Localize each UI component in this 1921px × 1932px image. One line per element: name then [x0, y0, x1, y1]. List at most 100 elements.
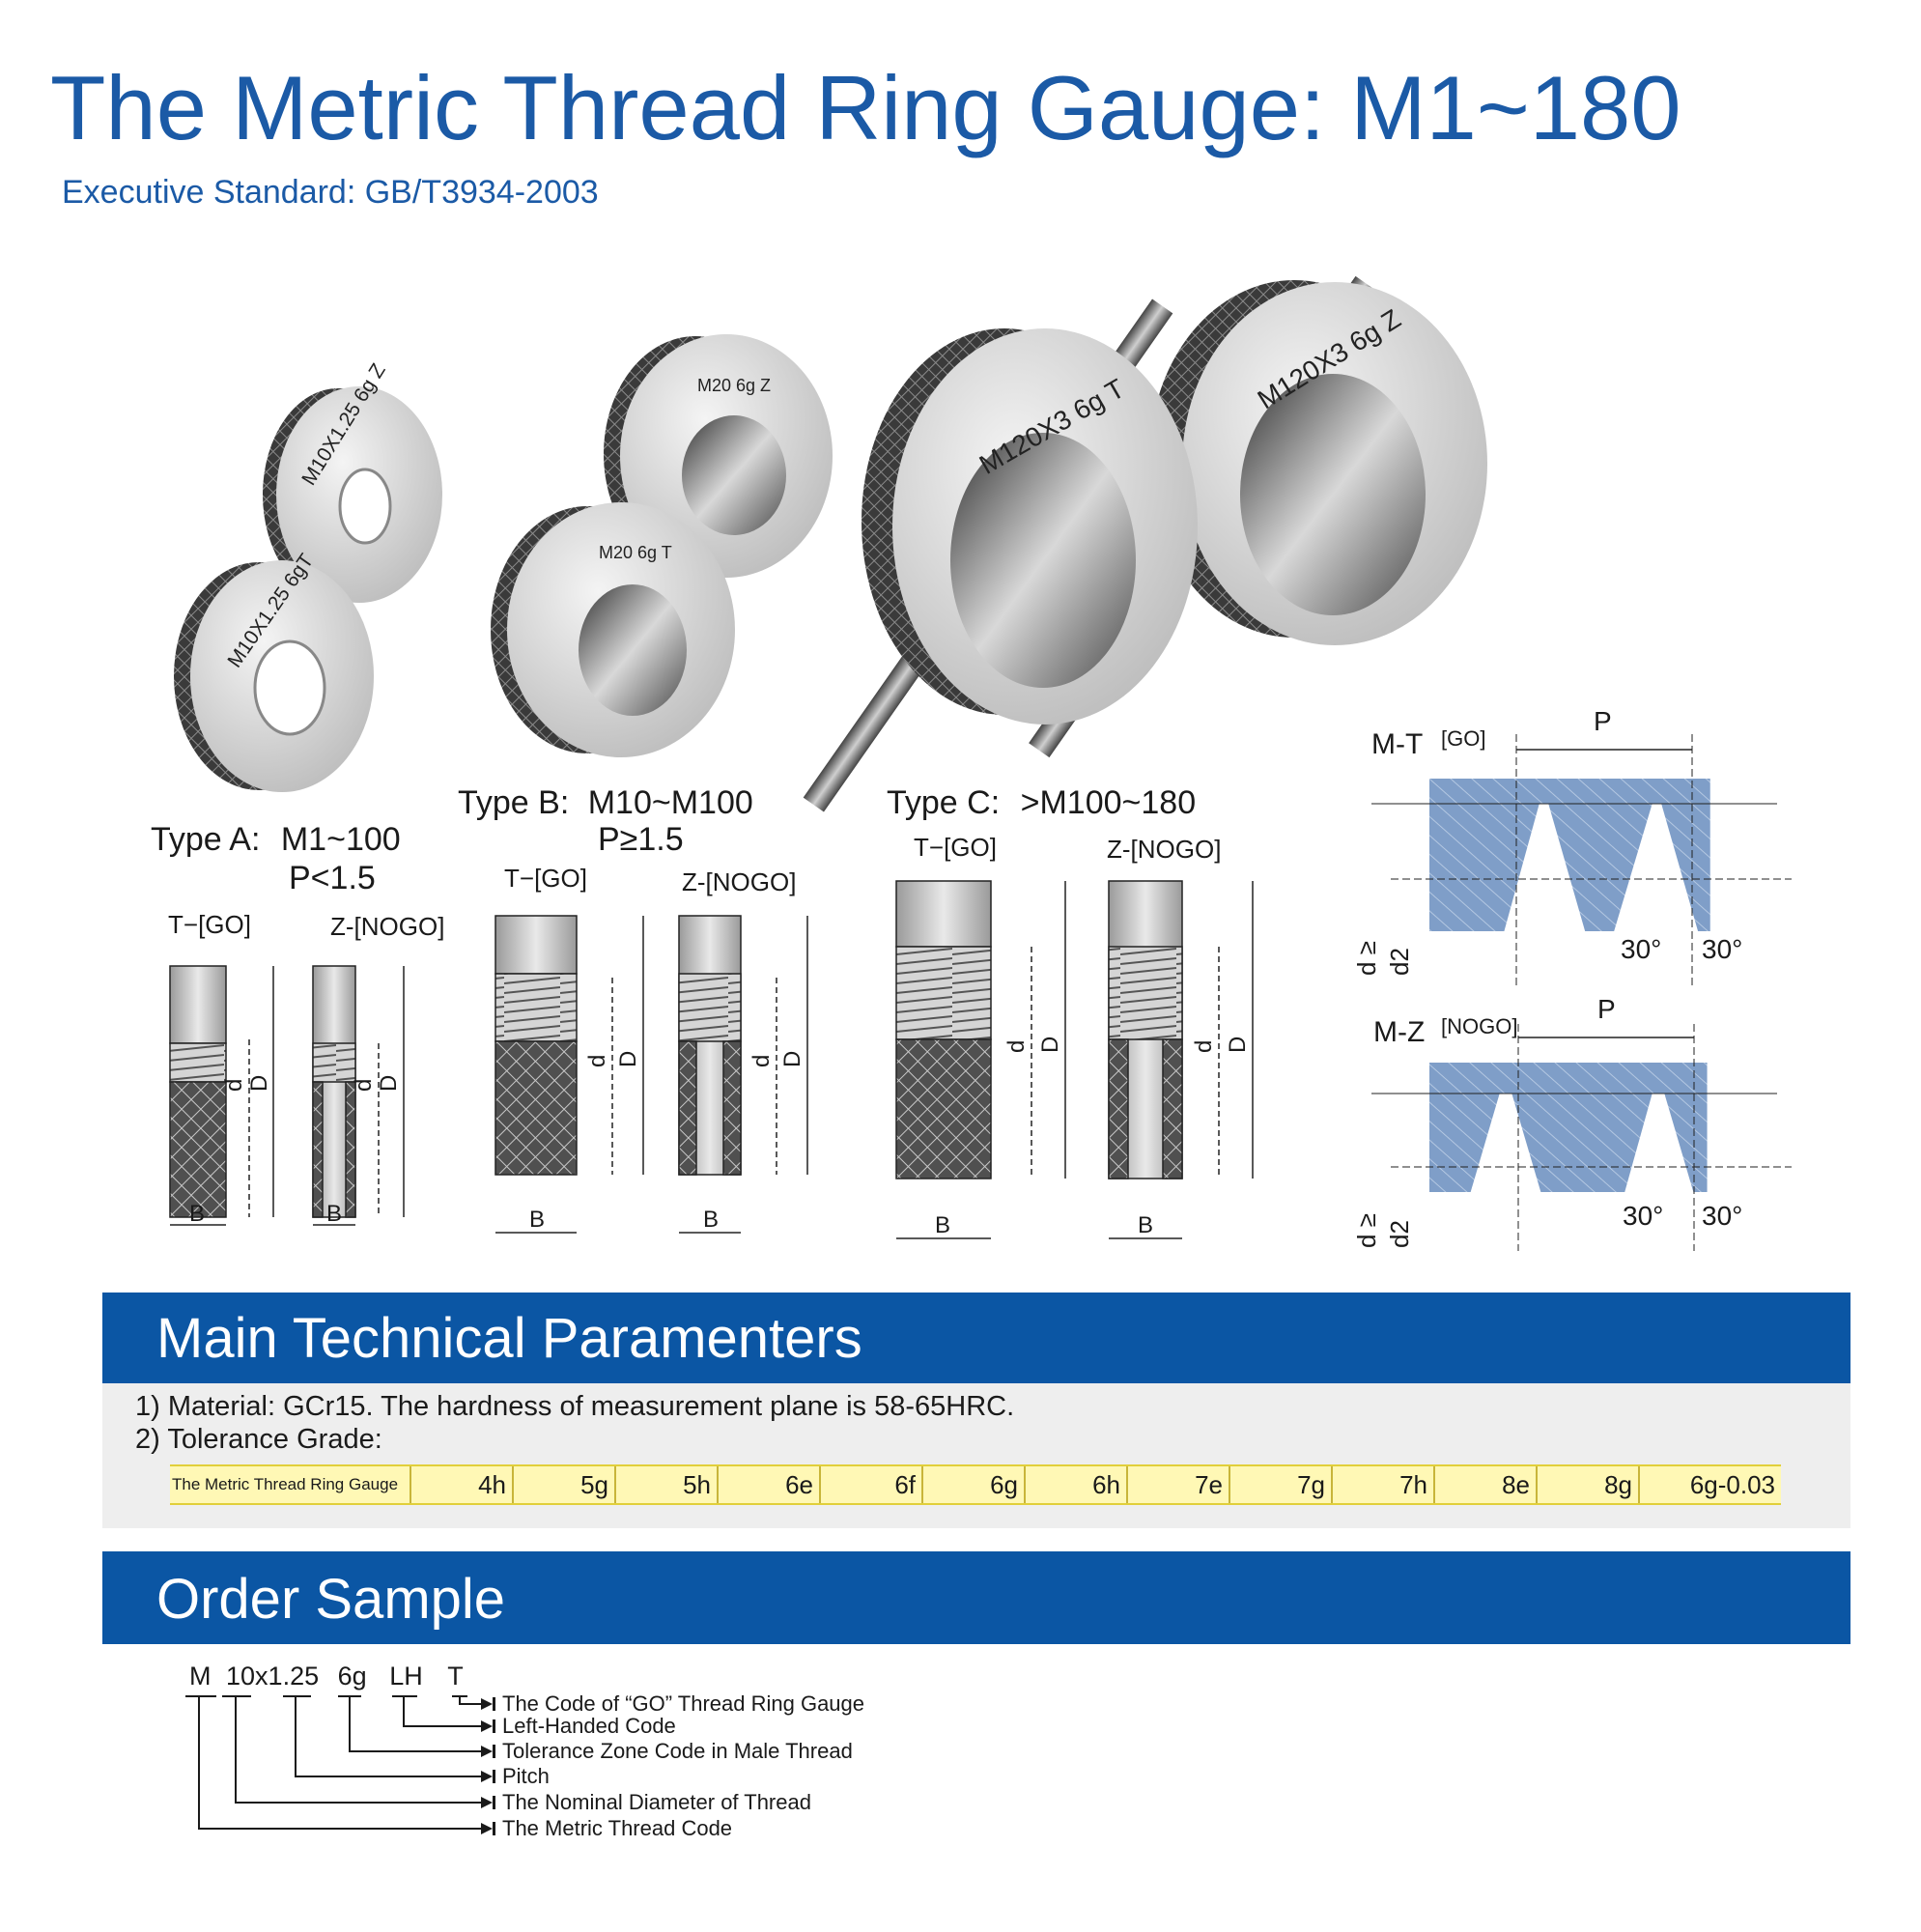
main-params-heading: Main Technical Paramenters [156, 1307, 862, 1370]
type-b-nogo-section [678, 915, 808, 1234]
dim-a-go-b: B [189, 1201, 205, 1227]
legend-left-hand: Left-Handed Code [502, 1714, 676, 1738]
dim-a-nogo-b: B [326, 1201, 342, 1227]
profile-go-label: M-T [1371, 728, 1423, 760]
thread-profiles: M-T [GO] P 30° 30° d ≥ d2 M-Z [NOGO] P 3… [1352, 706, 1792, 1251]
type-b-name: Type B: [458, 784, 570, 821]
type-b-label: Type B: M10~M100 [458, 784, 753, 822]
profile-go-angle-right: 30° [1702, 934, 1742, 964]
tolerance-row-label: The Metric Thread Ring Gauge [170, 1466, 411, 1503]
type-b-pitch: P≥1.5 [598, 821, 684, 858]
type-a-nogo-section [312, 965, 405, 1226]
profile-go-d2: d2 [1385, 948, 1414, 976]
legend-nominal-diameter: The Nominal Diameter of Thread [502, 1790, 811, 1814]
type-a-pitch: P<1.5 [289, 860, 376, 896]
type-a-range: M1~100 [280, 821, 401, 858]
dim-c-nogo-D: D [1225, 1037, 1251, 1053]
profile-go-tag: [GO] [1441, 726, 1485, 751]
type-c-nogo-section [1108, 880, 1254, 1239]
tolerance-cell: 6h [1026, 1466, 1128, 1503]
tolerance-cell: 8g [1538, 1466, 1640, 1503]
profile-nogo-d2: d2 [1385, 1220, 1414, 1248]
type-c-name: Type C: [887, 784, 1001, 821]
order-code-sample: M 10x1.25 6g LH T [189, 1662, 464, 1691]
type-c-go-section [895, 880, 1066, 1239]
profile-go: M-T [GO] P 30° 30° d ≥ d2 [1352, 706, 1792, 985]
type-b-go-section [494, 915, 644, 1234]
dim-a-nogo-D: D [376, 1075, 402, 1092]
dim-b-go-b: B [529, 1207, 545, 1233]
order-sample-leader-lines [185, 1695, 495, 1835]
legend-go-code: The Code of “GO” Thread Ring Gauge [502, 1691, 865, 1716]
type-b-nogo-label: Z-[NOGO] [682, 867, 797, 896]
type-a-nogo-label: Z-[NOGO] [330, 912, 445, 941]
page-title: The Metric Thread Ring Gauge: M1~180 [50, 57, 1681, 158]
tolerance-cell: 7g [1230, 1466, 1333, 1503]
type-a-name: Type A: [151, 821, 261, 858]
legend-metric-code: The Metric Thread Code [502, 1816, 733, 1840]
type-c-go-label: T−[GO] [914, 833, 997, 862]
dim-c-go-D: D [1037, 1037, 1063, 1053]
code-tolerance: 6g [337, 1662, 367, 1690]
tolerance-cell: 6f [821, 1466, 923, 1503]
type-a-go-label: T−[GO] [168, 910, 251, 939]
code-go: T [447, 1662, 464, 1690]
dim-b-go-d: d [584, 1055, 610, 1067]
type-b-range: M10~M100 [587, 784, 753, 821]
gauge-b-nogo-marking: M20 6g Z [697, 376, 771, 395]
profile-go-pitch: P [1594, 706, 1612, 736]
code-size: 10x1.25 [226, 1662, 320, 1690]
dim-a-go-D: D [246, 1075, 272, 1092]
product-illustrations: M10X1.25 6g Z M10X1.25 6gT M20 6g Z M20 … [174, 275, 1487, 812]
page-subtitle: Executive Standard: GB/T3934-2003 [62, 174, 599, 211]
main-params-band: Main Technical Paramenters [102, 1293, 1850, 1383]
profile-nogo-tag: [NOGO] [1441, 1014, 1517, 1038]
profile-nogo: M-Z [NOGO] P 30° 30° d ≥ d2 [1352, 994, 1792, 1251]
profile-nogo-d: d ≥ [1352, 1213, 1381, 1248]
gauge-c-nogo: M120X3 6g Z [1149, 280, 1487, 645]
type-c-range: >M100~180 [1020, 784, 1197, 821]
tolerance-table: The Metric Thread Ring Gauge 4h 5g 5h 6e… [170, 1464, 1781, 1505]
dim-c-nogo-b: B [1138, 1212, 1153, 1238]
code-left-hand: LH [389, 1662, 423, 1690]
gauge-a-go: M10X1.25 6gT [174, 550, 374, 792]
profile-go-angle-left: 30° [1621, 934, 1661, 964]
order-sample-heading: Order Sample [156, 1568, 506, 1631]
code-metric: M [189, 1662, 212, 1690]
type-b-go-label: T−[GO] [504, 864, 587, 893]
profile-go-d: d ≥ [1352, 941, 1381, 976]
dim-b-nogo-D: D [779, 1051, 805, 1067]
dim-b-go-D: D [615, 1051, 641, 1067]
order-sample-band: Order Sample [102, 1551, 1850, 1644]
type-c-label: Type C: >M100~180 [887, 784, 1196, 822]
param-tolerance-title: 2) Tolerance Grade: [135, 1424, 382, 1455]
profile-nogo-angle-left: 30° [1623, 1201, 1663, 1231]
tolerance-cell: 7e [1128, 1466, 1230, 1503]
tolerance-cell: 6g-0.03 [1689, 1469, 1775, 1499]
tolerance-cell: 6e [719, 1466, 821, 1503]
type-c-nogo-label: Z-[NOGO] [1107, 835, 1222, 864]
tolerance-cell: 7h [1333, 1466, 1435, 1503]
profile-nogo-pitch: P [1597, 994, 1616, 1024]
dim-c-go-b: B [935, 1212, 950, 1238]
dim-a-nogo-d: d [351, 1079, 377, 1092]
legend-tolerance-zone: Tolerance Zone Code in Male Thread [502, 1739, 853, 1763]
dim-b-nogo-b: B [703, 1207, 719, 1233]
tolerance-cell: 6g [923, 1466, 1026, 1503]
tolerance-cell: 4h [411, 1466, 514, 1503]
dim-c-go-d: d [1003, 1040, 1030, 1053]
tolerance-cell: 8e [1435, 1466, 1538, 1503]
gauge-b-go-marking: M20 6g T [599, 543, 672, 562]
profile-nogo-angle-right: 30° [1702, 1201, 1742, 1231]
tolerance-cell: 5g [514, 1466, 616, 1503]
type-a-label: Type A: M1~100 [151, 821, 401, 859]
legend-pitch: Pitch [502, 1764, 550, 1788]
dim-b-nogo-d: d [749, 1055, 775, 1067]
dim-a-go-d: d [221, 1079, 247, 1092]
cross-section-drawings: B d D B d D B d D B d D B d D B d D [169, 880, 1254, 1239]
gauge-c-go: M120X3 6g T [862, 328, 1198, 724]
profile-nogo-label: M-Z [1373, 1016, 1425, 1048]
type-a-go-section [169, 965, 274, 1226]
gauge-b-go: M20 6g T [491, 502, 735, 757]
dim-c-nogo-d: d [1191, 1040, 1217, 1053]
